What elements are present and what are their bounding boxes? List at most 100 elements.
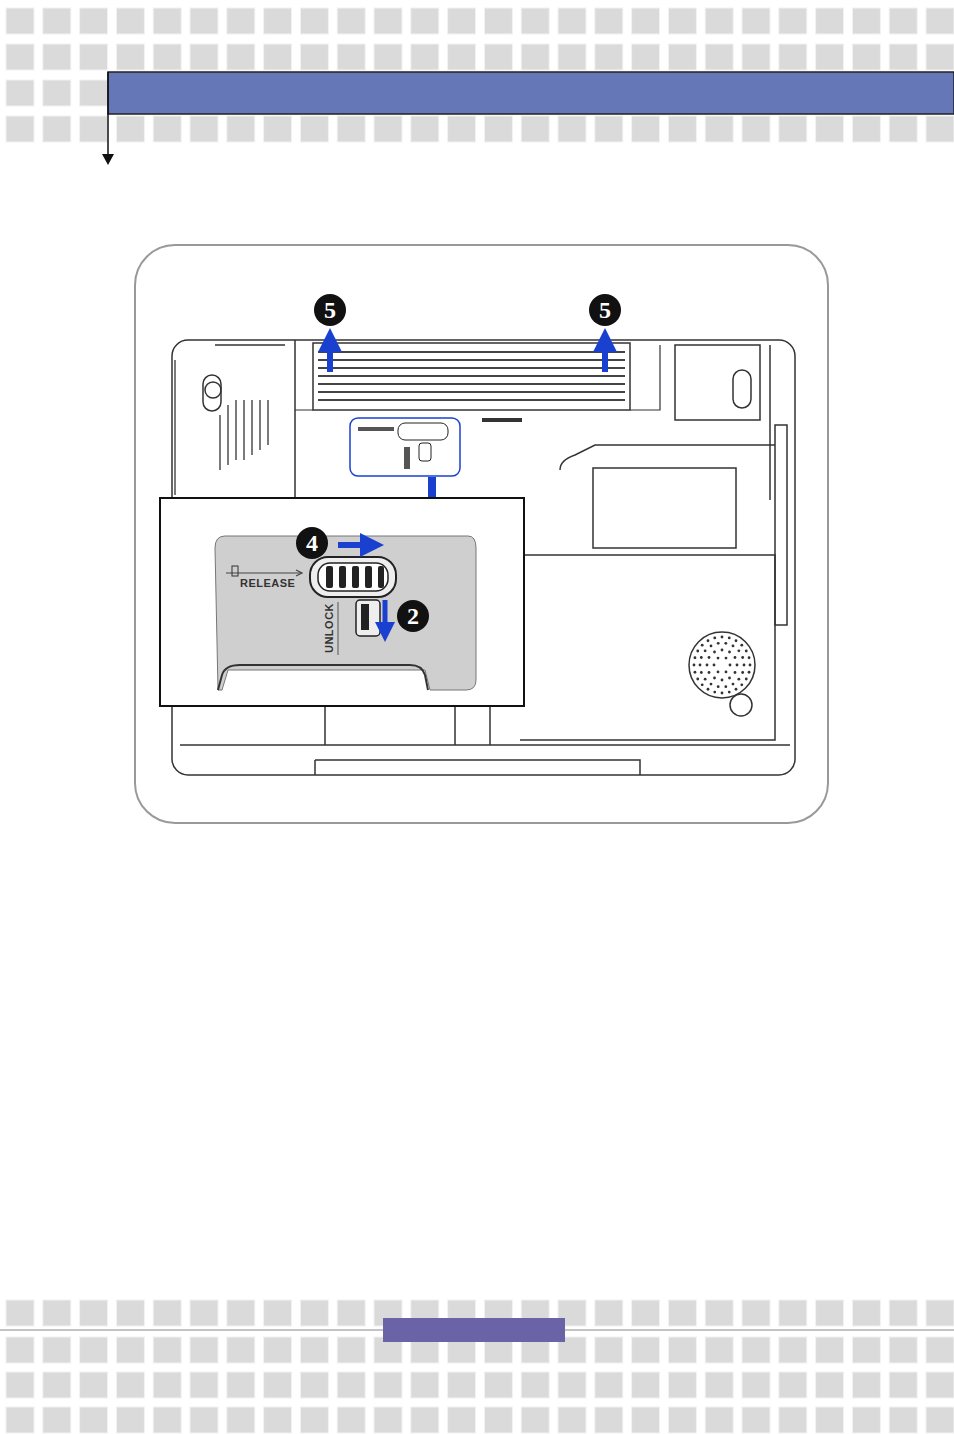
grid-square	[484, 116, 512, 142]
grid-square	[742, 1407, 770, 1433]
grid-square	[558, 1372, 586, 1398]
grid-square	[374, 44, 402, 70]
grid-square	[595, 8, 623, 34]
figure-frame	[135, 245, 828, 823]
grid-square	[153, 1337, 181, 1363]
grid-square	[926, 116, 954, 142]
grid-square	[6, 8, 34, 34]
speaker-hole	[740, 683, 743, 686]
header-rule	[107, 72, 109, 155]
grid-square	[889, 44, 917, 70]
grid-square	[558, 8, 586, 34]
grid-square	[227, 1300, 255, 1326]
grid-square	[779, 1337, 807, 1363]
speaker-hole	[735, 688, 738, 691]
speaker-hole	[717, 671, 720, 674]
speaker-hole	[721, 679, 724, 682]
grid-square	[889, 8, 917, 34]
grid-square	[6, 1337, 34, 1363]
speaker-hole	[745, 678, 748, 681]
grid-square	[448, 1372, 476, 1398]
speaker-hole	[724, 685, 727, 688]
grid-square	[889, 1372, 917, 1398]
grid-square	[43, 44, 71, 70]
speaker-hole	[696, 678, 699, 681]
grid-square	[264, 1300, 292, 1326]
speaker-hole	[717, 657, 720, 660]
grid-square	[43, 80, 71, 106]
callout-number: 5	[589, 294, 621, 326]
grid-square	[153, 44, 181, 70]
grid-square	[779, 116, 807, 142]
grid-square	[742, 44, 770, 70]
speaker-hole	[725, 671, 728, 674]
grid-square	[43, 1407, 71, 1433]
speaker-hole	[732, 645, 735, 648]
grid-square	[816, 1300, 844, 1326]
speaker-hole	[728, 677, 731, 680]
grid-square	[264, 1372, 292, 1398]
grid-square	[595, 1337, 623, 1363]
speaker-hole	[745, 650, 748, 653]
grid-square	[80, 1407, 108, 1433]
callout-number: 5	[314, 294, 346, 326]
grid-square	[153, 8, 181, 34]
grid-square	[705, 1337, 733, 1363]
grid-square	[6, 44, 34, 70]
speaker-hole	[700, 656, 703, 659]
grid-square	[632, 1337, 660, 1363]
speaker-hole	[735, 639, 738, 642]
grid-square	[153, 1407, 181, 1433]
grid-square	[816, 1337, 844, 1363]
grid-square	[484, 44, 512, 70]
speaker-hole	[701, 683, 704, 686]
grid-square	[521, 1372, 549, 1398]
release-label: RELEASE	[240, 577, 295, 589]
grid-square	[190, 44, 218, 70]
grid-square	[632, 44, 660, 70]
grid-square	[632, 1407, 660, 1433]
grid-square	[80, 8, 108, 34]
grid-square	[779, 1372, 807, 1398]
grid-square	[6, 116, 34, 142]
footer-grid	[6, 1300, 954, 1433]
grid-square	[705, 116, 733, 142]
grid-square	[852, 1372, 880, 1398]
grid-square	[595, 116, 623, 142]
grid-square	[816, 8, 844, 34]
grid-square	[852, 8, 880, 34]
grid-square	[337, 1372, 365, 1398]
grid-square	[889, 116, 917, 142]
speaker-hole	[749, 664, 752, 667]
grid-square	[926, 1407, 954, 1433]
grid-square	[668, 8, 696, 34]
grid-square	[227, 1407, 255, 1433]
grid-square	[779, 44, 807, 70]
grid-square	[558, 116, 586, 142]
grid-square	[264, 116, 292, 142]
callout-number: 4	[296, 527, 328, 559]
speaker-hole	[734, 656, 737, 659]
grid-square	[632, 1372, 660, 1398]
grid-square	[779, 1300, 807, 1326]
grid-square	[80, 44, 108, 70]
grid-square	[521, 116, 549, 142]
grid-square	[116, 1372, 144, 1398]
speaker-hole	[706, 664, 709, 667]
grid-square	[668, 1407, 696, 1433]
grid-square	[484, 1372, 512, 1398]
grid-square	[374, 1407, 402, 1433]
grid-square	[521, 1407, 549, 1433]
grid-square	[558, 44, 586, 70]
grid-square	[816, 44, 844, 70]
grid-square	[411, 8, 439, 34]
grid-square	[337, 116, 365, 142]
grid-square	[190, 8, 218, 34]
grid-square	[337, 44, 365, 70]
grid-square	[190, 1300, 218, 1326]
grid-square	[300, 1372, 328, 1398]
speaker-hole	[748, 656, 751, 659]
grid-square	[595, 1300, 623, 1326]
header-bar	[108, 72, 954, 114]
